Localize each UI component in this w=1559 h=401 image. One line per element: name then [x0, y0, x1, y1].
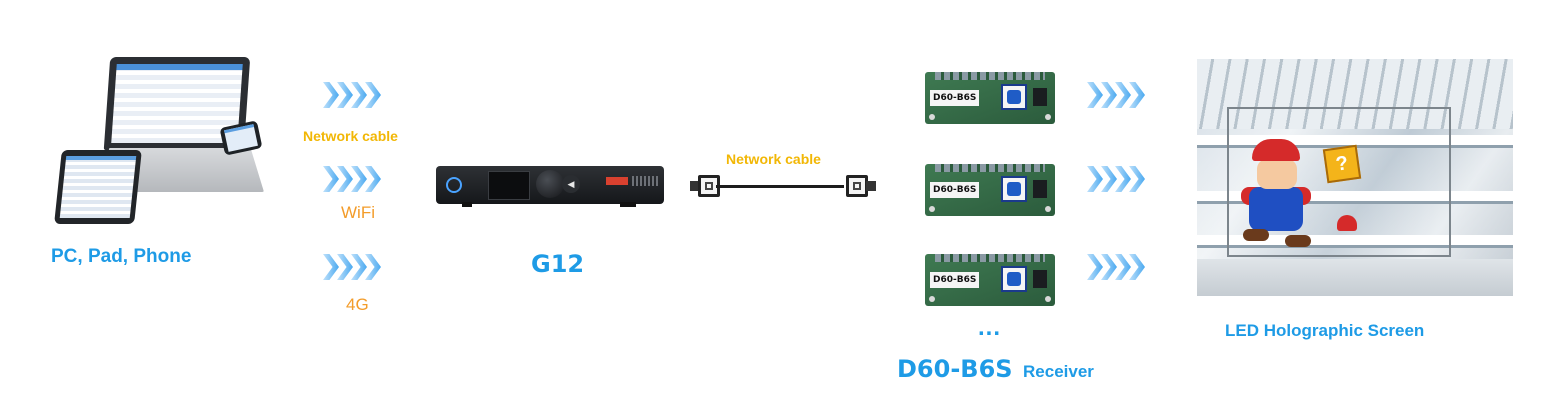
- play-icon: ◀: [562, 175, 580, 193]
- chevron-arrow-icon: [323, 254, 381, 280]
- knob-icon: [536, 170, 564, 198]
- controller-display: [488, 171, 530, 200]
- source-devices-illustration: [0, 0, 300, 240]
- cable-tail-left: [690, 181, 700, 191]
- question-block-icon: ?: [1322, 144, 1362, 184]
- receiver-card-label: D60-B6S: [930, 272, 980, 288]
- controller-label: G12: [531, 250, 585, 278]
- 4g-label: 4G: [346, 295, 369, 314]
- receiver-card-label: D60-B6S: [930, 90, 980, 106]
- chevron-arrow-icon: [323, 166, 381, 192]
- receiver-card: D60-B6S: [925, 254, 1055, 306]
- chevron-arrow-icon: [1087, 82, 1145, 108]
- g12-foot: [462, 202, 472, 207]
- mushroom-icon: [1337, 215, 1357, 231]
- receiver-label: D60-B6S Receiver: [897, 355, 1094, 383]
- mall-ceiling: [1197, 59, 1513, 129]
- g12-controller: ◀: [436, 166, 664, 204]
- brand-logo-icon: [1001, 266, 1027, 292]
- screen-frame: [1227, 107, 1451, 257]
- chevron-arrow-icon: [323, 82, 381, 108]
- screen-label: LED Holographic Screen: [1225, 321, 1425, 340]
- g12-foot: [620, 202, 636, 207]
- receiver-card-label: D60-B6S: [930, 182, 980, 198]
- brand-logo-icon: [1001, 84, 1027, 110]
- more-receivers-ellipsis: ...: [978, 314, 1002, 341]
- tablet-icon: [54, 150, 142, 224]
- receiver-card: D60-B6S: [925, 164, 1055, 216]
- led-holographic-screen-photo: ?: [1197, 59, 1513, 296]
- receiver-model-label: D60-B6S: [897, 355, 1013, 383]
- brand-logo-icon: [1001, 176, 1027, 202]
- power-icon: [446, 177, 462, 193]
- cable-tail-right: [866, 181, 876, 191]
- wifi-label: WiFi: [341, 203, 375, 222]
- cable-line: [716, 185, 844, 188]
- source-label: PC, Pad, Phone: [51, 246, 192, 267]
- ethernet-plug-icon: [846, 175, 868, 197]
- brand-badge: [606, 177, 628, 185]
- receiver-card: D60-B6S: [925, 72, 1055, 124]
- receiver-word-label: Receiver: [1023, 362, 1094, 381]
- chevron-arrow-icon: [1087, 254, 1145, 280]
- cable-label: Network cable: [726, 151, 821, 167]
- network-cable-label: Network cable: [303, 128, 398, 144]
- port-row: [632, 176, 658, 186]
- chevron-arrow-icon: [1087, 166, 1145, 192]
